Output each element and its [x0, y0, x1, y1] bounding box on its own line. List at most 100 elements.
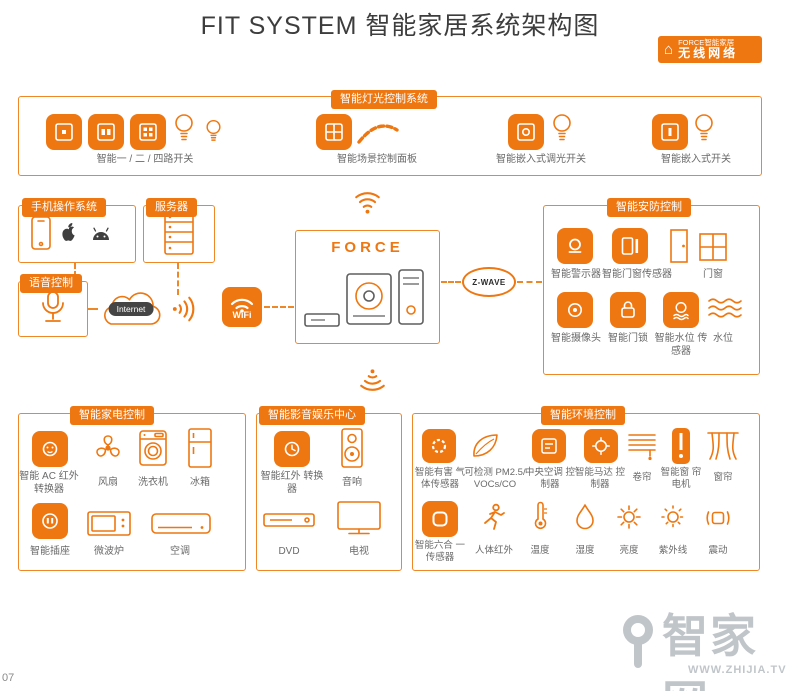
window-icon — [698, 232, 728, 262]
vibration-icon — [704, 504, 732, 532]
uv-sun-icon — [660, 504, 686, 530]
dvd-player-icon — [262, 512, 316, 528]
air-conditioner-icon — [150, 512, 212, 536]
curtain-icon — [706, 430, 740, 462]
section-tab-server: 服务器 — [146, 198, 197, 217]
label-ac-ir-converter: 智能 AC 红外转换器 — [19, 471, 79, 495]
two-gang-switch-icon — [88, 114, 124, 150]
door-window-sensor-icon — [612, 228, 648, 264]
section-tab-lighting: 智能灯光控制系统 — [331, 90, 437, 109]
four-gang-switch-icon — [130, 114, 166, 150]
page-title: FIT SYSTEM 智能家居系统架构图 — [200, 12, 600, 40]
fridge-icon — [186, 427, 214, 469]
label-air-conditioner: 空调 — [170, 546, 190, 557]
label-speaker: 音响 — [342, 477, 362, 488]
label-multi-gang-switch: 智能一 / 二 / 四路开关 — [96, 154, 194, 165]
connector-hub-zwave — [441, 281, 461, 283]
microwave-icon — [86, 508, 132, 538]
water-level-sensor-icon — [663, 292, 699, 328]
water-waves-icon — [706, 296, 742, 320]
gas-sensor-icon — [422, 429, 456, 463]
section-tab-appliance: 智能家电控制 — [70, 406, 154, 425]
wireless-waves-up-icon — [353, 187, 388, 217]
label-door-window: 门窗 — [703, 269, 723, 280]
label-pm25-detect: 可检测 PM2.5/ VOCs/CO — [464, 467, 526, 491]
leaf-icon — [470, 432, 500, 460]
label-scene-panel: 智能场景控制面板 — [337, 154, 417, 165]
label-camera: 智能摄像头 — [551, 333, 601, 344]
dimmer-switch-icon — [508, 114, 544, 150]
watermark-name: 智家网 — [662, 610, 758, 691]
label-roller-blind: 卷帘 — [632, 472, 652, 483]
label-dimmer-switch: 智能嵌入式调光开关 — [496, 154, 586, 165]
label-door-lock: 智能门锁 — [608, 333, 648, 344]
force-hub-box — [295, 230, 440, 344]
zwave-label: Z-WAVE — [472, 277, 506, 287]
label-ir-converter: 智能红外 转换器 — [260, 471, 324, 495]
watermark-pin-icon — [623, 615, 653, 668]
zwave-node: Z-WAVE — [462, 267, 516, 297]
section-tab-security: 智能安防控制 — [607, 198, 691, 217]
section-tab-environment: 智能环境控制 — [541, 406, 625, 425]
house-icon: ⌂ — [664, 41, 674, 58]
label-siren: 智能警示器 — [551, 269, 601, 280]
scene-panel-icon — [316, 114, 352, 150]
wireless-waves-icon — [170, 294, 200, 329]
label-motor-controller: 智能马达 控制器 — [574, 467, 626, 491]
light-bulb-icon — [550, 112, 574, 144]
label-pir: 人体红外 — [474, 545, 513, 556]
label-fan: 风扇 — [98, 477, 118, 488]
internet-label: Internet — [108, 302, 154, 316]
label-brightness: 亮度 — [619, 545, 639, 556]
connector-server-internet — [177, 263, 179, 295]
label-tv: 电视 — [349, 546, 369, 557]
connector-voice-internet — [88, 308, 98, 310]
brightness-sun-icon — [616, 504, 642, 530]
label-uv: 紫外线 — [658, 545, 688, 556]
speaker-icon — [340, 427, 364, 469]
humidity-droplet-icon — [574, 503, 596, 531]
door-icon — [668, 228, 690, 264]
watermark-url: WWW.ZHIJIA.TV — [688, 664, 787, 676]
tv-icon — [336, 500, 382, 536]
section-tab-voice: 语音控制 — [20, 274, 82, 293]
label-water-level: 水位 — [713, 333, 733, 344]
connector-zwave-security — [517, 281, 542, 283]
label-humidity: 湿度 — [575, 545, 595, 556]
camera-icon — [557, 292, 593, 328]
curtain-motor-icon — [672, 428, 690, 464]
six-in-one-sensor-icon — [422, 501, 458, 537]
watermark: 智家网 WWW.ZHIJIA.TV — [616, 600, 800, 691]
ac-ir-converter-icon — [32, 431, 68, 467]
force-logo: FORCE — [331, 239, 404, 256]
label-vibration: 震动 — [708, 545, 728, 556]
label-fridge: 冰箱 — [190, 477, 210, 488]
door-lock-icon — [610, 292, 646, 328]
central-ac-controller-icon — [532, 429, 566, 463]
label-microwave: 微波炉 — [94, 546, 124, 557]
label-temperature: 温度 — [530, 545, 550, 556]
label-water-sensor: 智能水位 传感器 — [654, 333, 708, 357]
motor-controller-icon — [584, 429, 618, 463]
connector-wifi-hub — [264, 306, 294, 308]
label-embedded-switch: 智能嵌入式开关 — [661, 154, 731, 165]
label-gas-sensor: 智能有害 气体传感器 — [414, 467, 466, 491]
ir-converter-icon — [274, 431, 310, 467]
brand-badge-line1: FORCE智能家居 — [678, 37, 735, 47]
wifi-node: WiFi — [222, 287, 262, 327]
microphone-icon — [38, 290, 68, 326]
label-curtain: 窗帘 — [713, 472, 733, 483]
label-curtain-motor: 智能窗 帘电机 — [660, 467, 702, 491]
light-bulb-small-icon — [204, 118, 223, 144]
label-washing-machine: 洗衣机 — [138, 477, 168, 488]
apple-logo-icon — [60, 221, 79, 243]
led-strip-icon — [356, 116, 400, 146]
brand-badge-line2: 无线网络 — [678, 46, 739, 61]
page-number: 07 — [2, 672, 15, 684]
light-bulb-icon — [172, 112, 196, 144]
label-smart-socket: 智能插座 — [30, 546, 70, 557]
label-dvd: DVD — [278, 546, 300, 557]
wifi-label: WiFi — [232, 309, 252, 320]
smart-socket-icon — [32, 503, 68, 539]
embedded-switch-icon — [652, 114, 688, 150]
